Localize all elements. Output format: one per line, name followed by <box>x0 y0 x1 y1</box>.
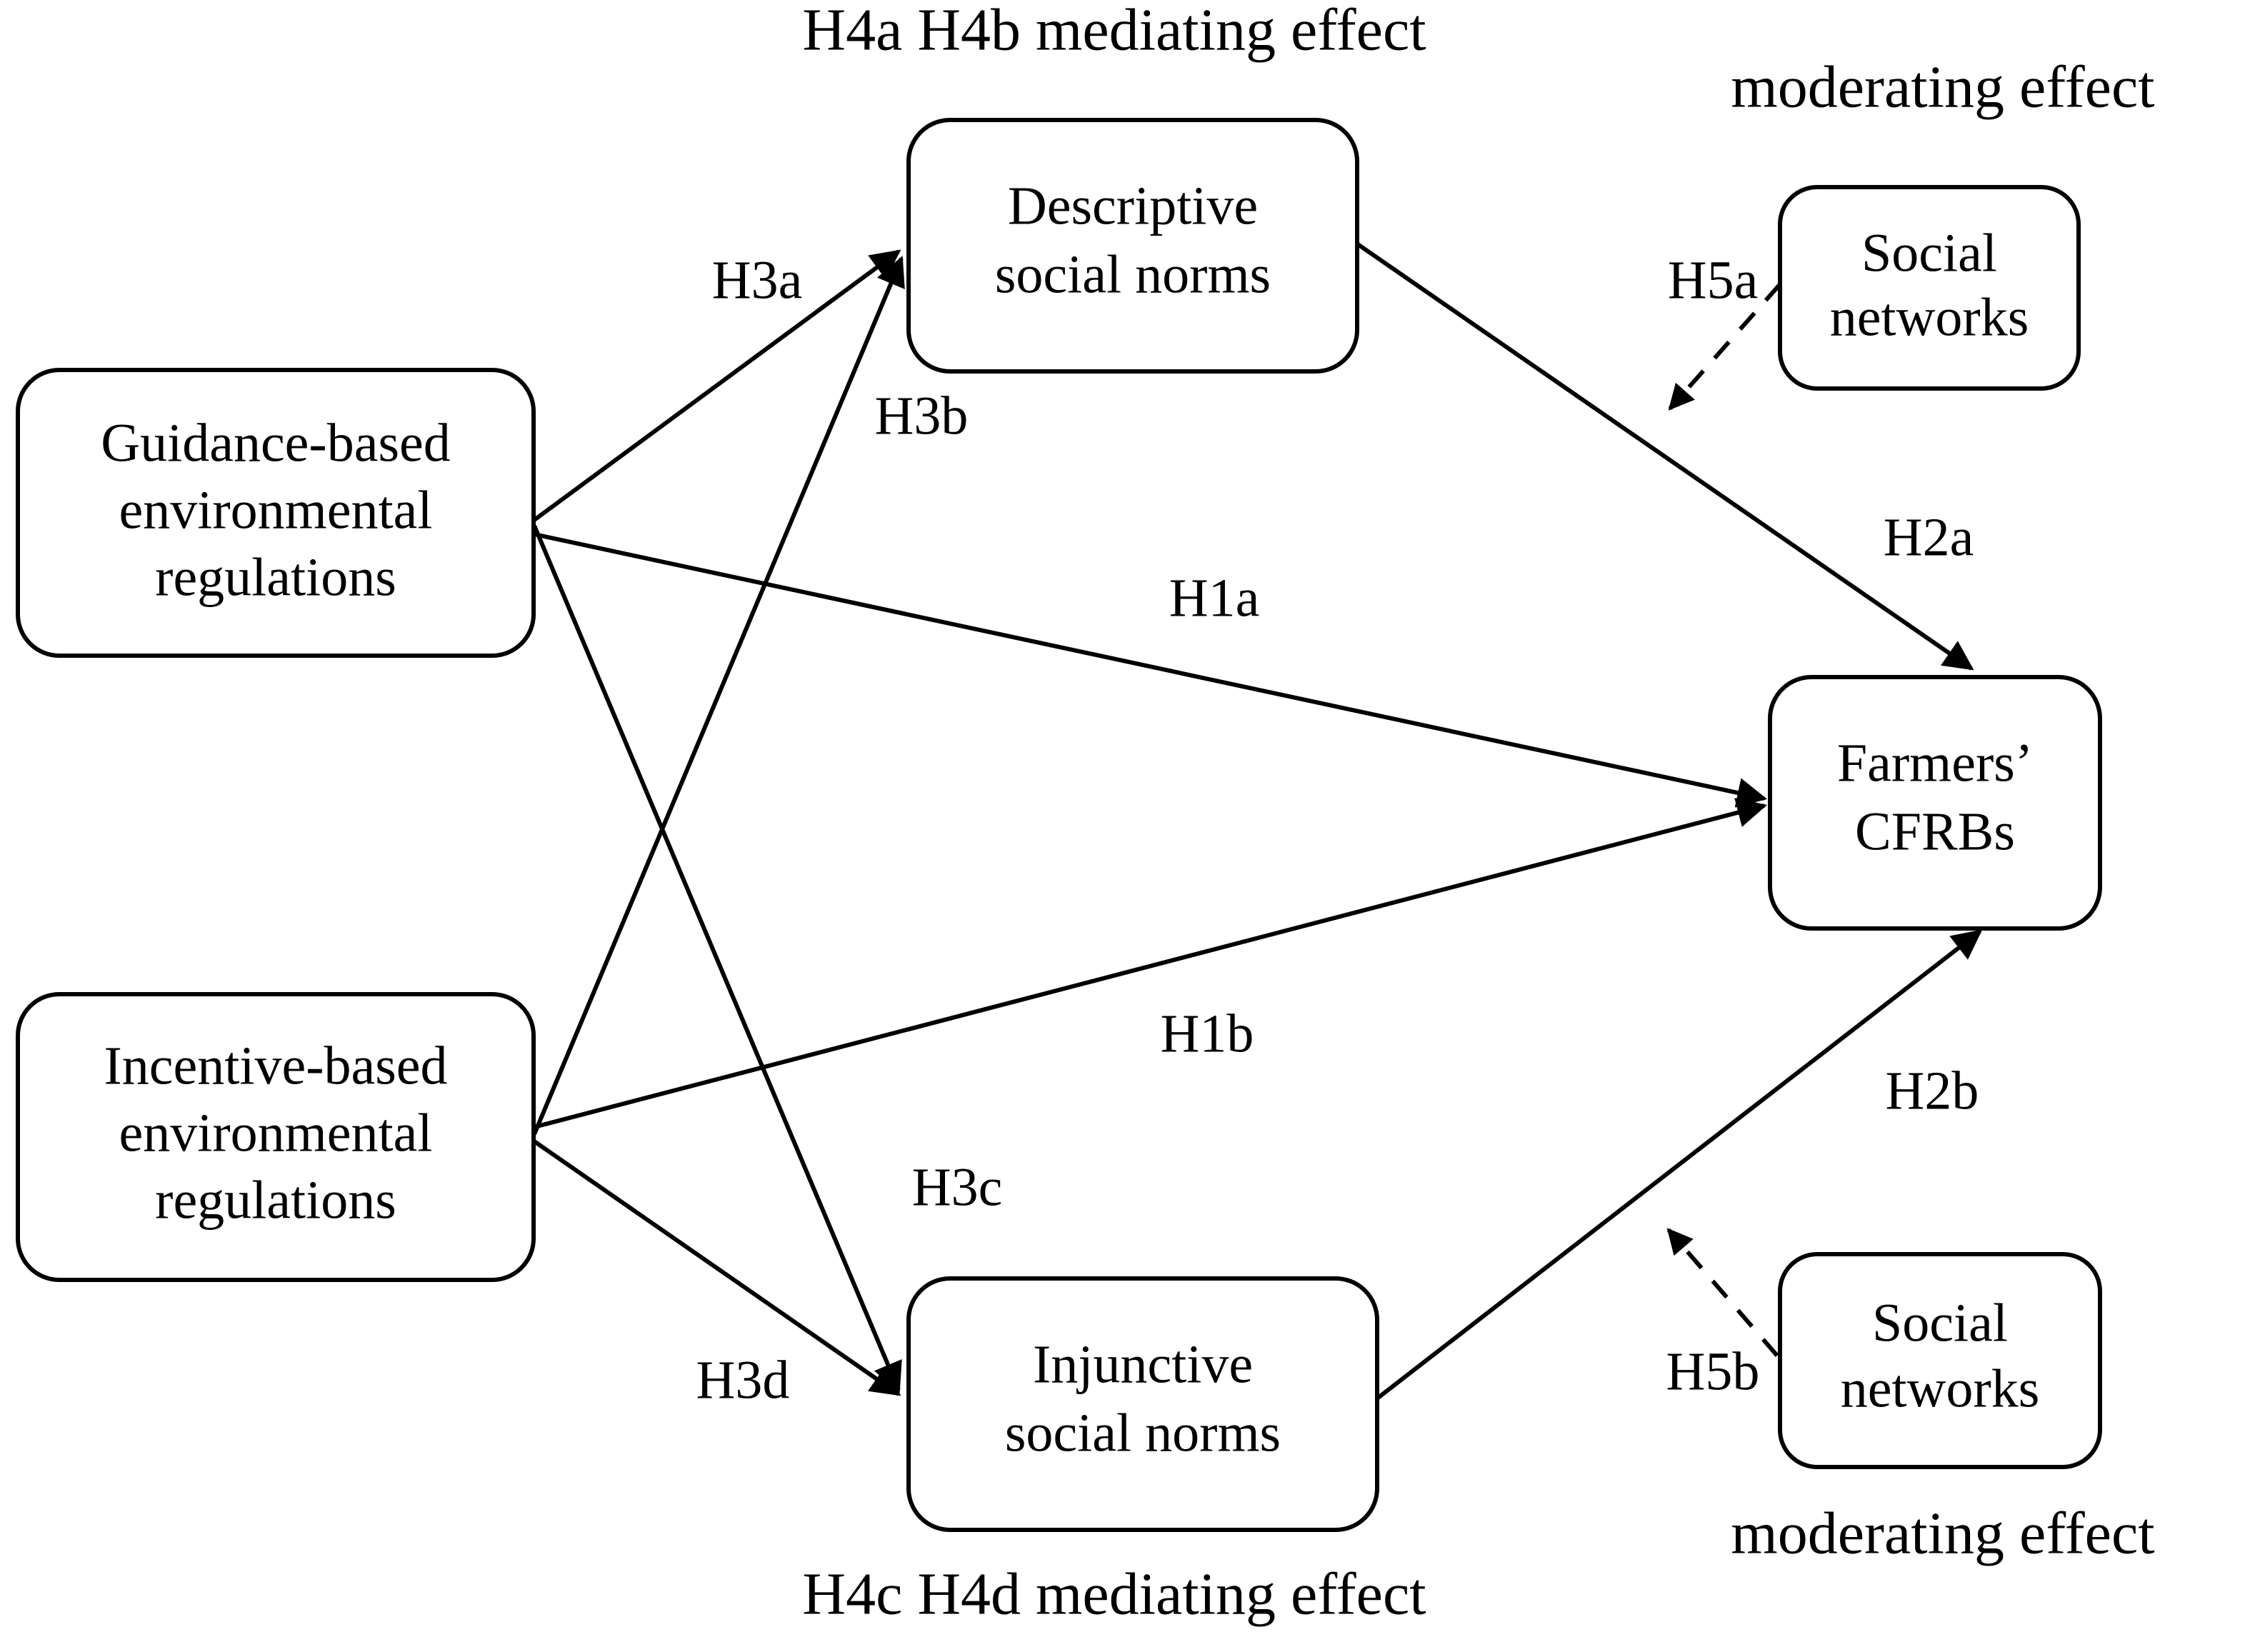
node-incentive-line-1: Incentive-based <box>104 1036 447 1096</box>
edge-h1b <box>534 798 1768 1129</box>
node-outcome-box <box>1768 675 2102 931</box>
node-social-networks-bottom-box <box>1778 1252 2102 1469</box>
edge-label-h3d: H3d <box>696 1350 790 1410</box>
edge-h2b <box>1376 929 1983 1401</box>
edge-h3d <box>533 1139 901 1396</box>
caption-top-moderating: moderating effect <box>1731 54 2154 120</box>
edge-label-h5b: H5b <box>1666 1341 1760 1401</box>
edge-h3b <box>532 256 905 1136</box>
edge-h5a-moderation <box>1668 283 1782 411</box>
edge-h5b-moderation <box>1666 1228 1779 1357</box>
node-outcome-line-2: CFRBs <box>1855 801 2015 861</box>
edge-label-h2a: H2a <box>1884 507 1974 567</box>
node-guidance-box <box>16 368 536 658</box>
node-descriptive-box <box>906 118 1359 374</box>
node-guidance-line-3: regulations <box>155 547 396 607</box>
edge-h3c <box>532 524 902 1393</box>
node-injunctive-line-2: social norms <box>1005 1403 1281 1463</box>
node-descriptive-line-1: Descriptive <box>1008 176 1258 236</box>
node-outcome-line-1: Farmers’ <box>1837 733 2033 793</box>
node-descriptive-line-2: social norms <box>995 244 1271 304</box>
edge-label-h3c: H3c <box>912 1157 1003 1217</box>
node-incentive-box <box>16 992 536 1282</box>
node-social-networks-top-box <box>1778 185 2081 391</box>
edge-label-h2b: H2b <box>1886 1061 1979 1121</box>
caption-bottom-mediating: H4c H4d mediating effect <box>802 1561 1426 1627</box>
node-social-networks-bottom[interactable]: Social networks <box>1778 1252 2102 1469</box>
node-guidance-line-2: environmental <box>119 480 433 540</box>
node-injunctive-social-norms[interactable]: Injunctive social norms <box>906 1276 1379 1532</box>
node-descriptive-social-norms[interactable]: Descriptive social norms <box>906 118 1359 374</box>
node-social-networks-top-line-1: Social <box>1861 223 1997 283</box>
edge-h3a <box>533 249 901 522</box>
caption-bottom-moderating: moderating effect <box>1731 1500 2154 1566</box>
edge-h1a <box>534 532 1768 808</box>
edge-label-h3b: H3b <box>875 386 969 446</box>
edge-label-h1a: H1a <box>1169 568 1260 628</box>
node-social-networks-top[interactable]: Social networks <box>1778 185 2081 391</box>
node-injunctive-line-1: Injunctive <box>1033 1334 1253 1394</box>
node-guidance-line-1: Guidance-based <box>101 413 451 473</box>
edge-label-h3a: H3a <box>712 250 803 310</box>
node-social-networks-bottom-line-2: networks <box>1841 1358 2040 1418</box>
edge-label-h1b: H1b <box>1161 1003 1254 1063</box>
node-injunctive-box <box>906 1276 1379 1532</box>
node-social-networks-top-line-2: networks <box>1830 287 2029 347</box>
caption-top-mediating: H4a H4b mediating effect <box>802 0 1426 63</box>
node-social-networks-bottom-line-1: Social <box>1872 1293 2008 1353</box>
node-incentive-line-3: regulations <box>155 1170 396 1230</box>
node-incentive-line-2: environmental <box>119 1103 433 1163</box>
edge-h2a <box>1354 241 1974 671</box>
node-guidance-based-regulations[interactable]: Guidance-based environmental regulations <box>16 368 536 658</box>
edge-label-h5a: H5a <box>1668 250 1759 310</box>
node-farmers-cfrbs[interactable]: Farmers’ CFRBs <box>1768 675 2102 931</box>
node-incentive-based-regulations[interactable]: Incentive-based environmental regulation… <box>16 992 536 1282</box>
